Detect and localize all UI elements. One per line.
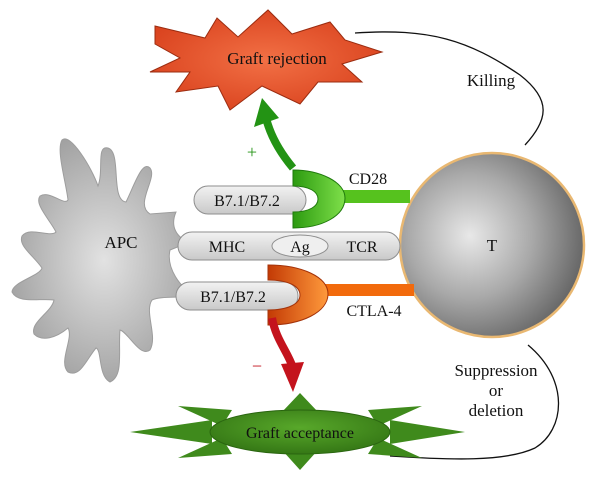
- sun-ray: [368, 438, 422, 458]
- b7-top-capsule: B7.1/B7.2: [193, 185, 307, 215]
- t-cell: T: [398, 151, 586, 339]
- sun-ray: [130, 420, 212, 444]
- plus-sign: +: [247, 142, 257, 162]
- activation-arrow: [254, 98, 297, 171]
- suppression-label: Suppression: [454, 361, 538, 380]
- sun-ray: [178, 406, 232, 426]
- t-cell-label: T: [487, 236, 498, 255]
- graft-acceptance-burst: Graft acceptance: [130, 393, 465, 470]
- b7-bottom-capsule: B7.1/B7.2: [175, 281, 299, 311]
- cd28-cup: [292, 169, 346, 229]
- killing-connector-line: [354, 31, 544, 146]
- sun-ray: [178, 438, 232, 458]
- graft-rejection-burst: Graft rejection: [149, 9, 384, 111]
- ag-label: Ag: [290, 239, 310, 256]
- ctla4-receptor-bar: [320, 284, 414, 296]
- graft-acceptance-label: Graft acceptance: [246, 425, 354, 442]
- cd28-receptor-bar: [338, 190, 410, 203]
- sun-ray: [282, 450, 318, 470]
- deletion-label: deletion: [469, 401, 524, 420]
- or-label: or: [489, 381, 504, 400]
- ctla4-label: CTLA-4: [346, 303, 401, 320]
- b7-top-label: B7.1/B7.2: [214, 193, 280, 210]
- sun-ray: [390, 420, 465, 444]
- sun-ray: [282, 393, 318, 412]
- cd28-label: CD28: [349, 171, 387, 188]
- minus-sign: −: [252, 356, 262, 376]
- mhc-label: MHC: [209, 239, 245, 256]
- b7-bottom-label: B7.1/B7.2: [200, 289, 266, 306]
- tcr-label: TCR: [346, 239, 377, 256]
- killing-label: Killing: [467, 71, 516, 90]
- antigen-ellipse: [271, 234, 329, 258]
- apc-cell: APC: [11, 138, 198, 383]
- apc-label: APC: [104, 233, 137, 252]
- ctla4-cup: [267, 264, 329, 326]
- sun-ray: [368, 406, 422, 426]
- suppression-connector-line: [389, 344, 560, 460]
- graft-rejection-label: Graft rejection: [227, 49, 327, 68]
- mhc-tcr-capsule: MHC Ag TCR: [177, 231, 401, 261]
- inhibition-arrow: [268, 317, 304, 392]
